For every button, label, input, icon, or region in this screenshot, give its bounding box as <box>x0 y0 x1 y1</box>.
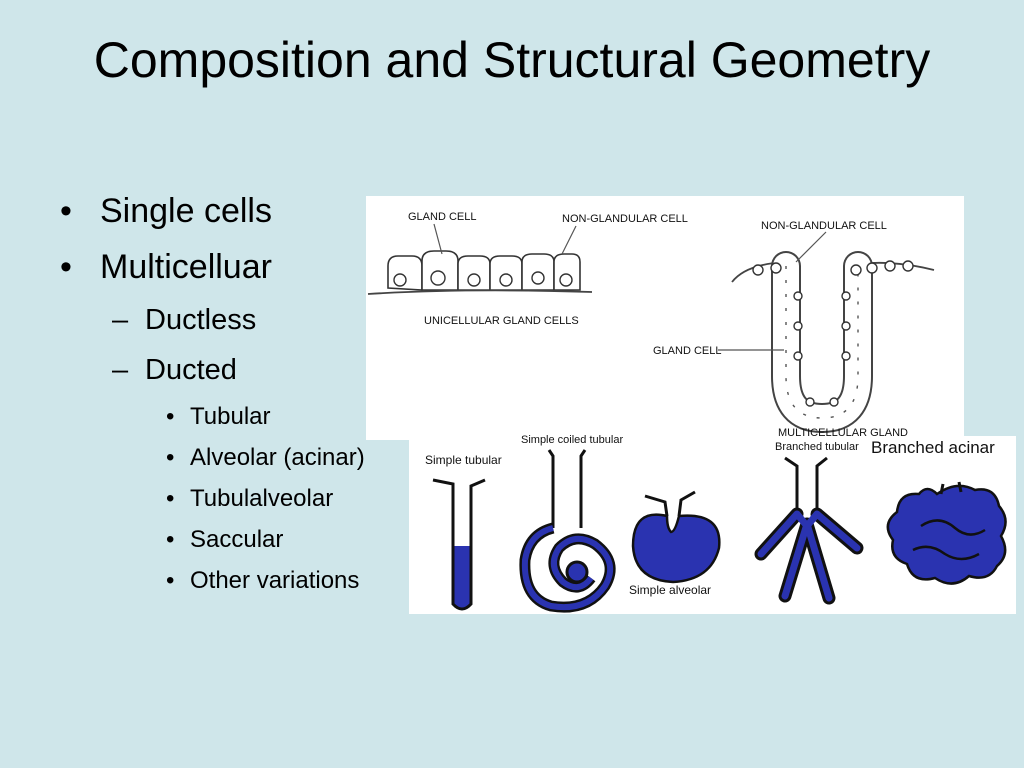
label-gland-cell-right: GLAND CELL <box>653 345 721 357</box>
label-branched-tubular: Branched tubular <box>775 441 859 453</box>
gland-cells-figure: GLAND CELL NON-GLANDULAR CELL UNICELLULA… <box>366 196 964 440</box>
label-simple-alveolar: Simple alveolar <box>629 583 711 597</box>
sub-sub-bullet-other: Other variations <box>60 566 365 607</box>
label-gland-cell: GLAND CELL <box>408 211 476 223</box>
slide-title: Composition and Structural Geometry <box>93 32 931 88</box>
multicellular-gland-drawing <box>731 251 935 434</box>
bullet-list: Single cells Multicelluar Ductless Ducte… <box>60 190 365 607</box>
sub-sub-bullet-tubulalveolar: Tubulalveolar <box>60 484 365 525</box>
simple-tubular-drawing <box>432 478 486 611</box>
unicellular-epithelium-drawing <box>367 250 593 295</box>
bullet-single-cells: Single cells <box>60 190 365 246</box>
label-non-glandular-cell-left: NON-GLANDULAR CELL <box>562 213 688 225</box>
sub-bullet-ducted: Ducted <box>60 352 365 402</box>
simple-alveolar-drawing <box>631 490 721 584</box>
simple-coiled-tubular-drawing <box>519 449 616 613</box>
sub-sub-bullet-alveolar: Alveolar (acinar) <box>60 443 365 484</box>
label-unicellular-gland-cells: UNICELLULAR GLAND CELLS <box>424 315 579 327</box>
label-non-glandular-cell-right: NON-GLANDULAR CELL <box>761 220 887 232</box>
sub-sub-bullet-saccular: Saccular <box>60 525 365 566</box>
label-branched-acinar: Branched acinar <box>871 438 995 457</box>
sub-sub-bullet-tubular: Tubular <box>60 402 365 443</box>
label-simple-coiled-tubular: Simple coiled tubular <box>521 434 623 446</box>
gland-shapes-figure: Simple tubular Simple coiled tubular Sim… <box>409 434 1016 614</box>
sub-bullet-ductless: Ductless <box>60 302 365 352</box>
label-simple-tubular: Simple tubular <box>425 453 502 467</box>
branched-tubular-drawing <box>754 456 864 605</box>
bullet-multicellular: Multicelluar <box>60 246 365 302</box>
branched-acinar-drawing <box>886 481 1007 585</box>
